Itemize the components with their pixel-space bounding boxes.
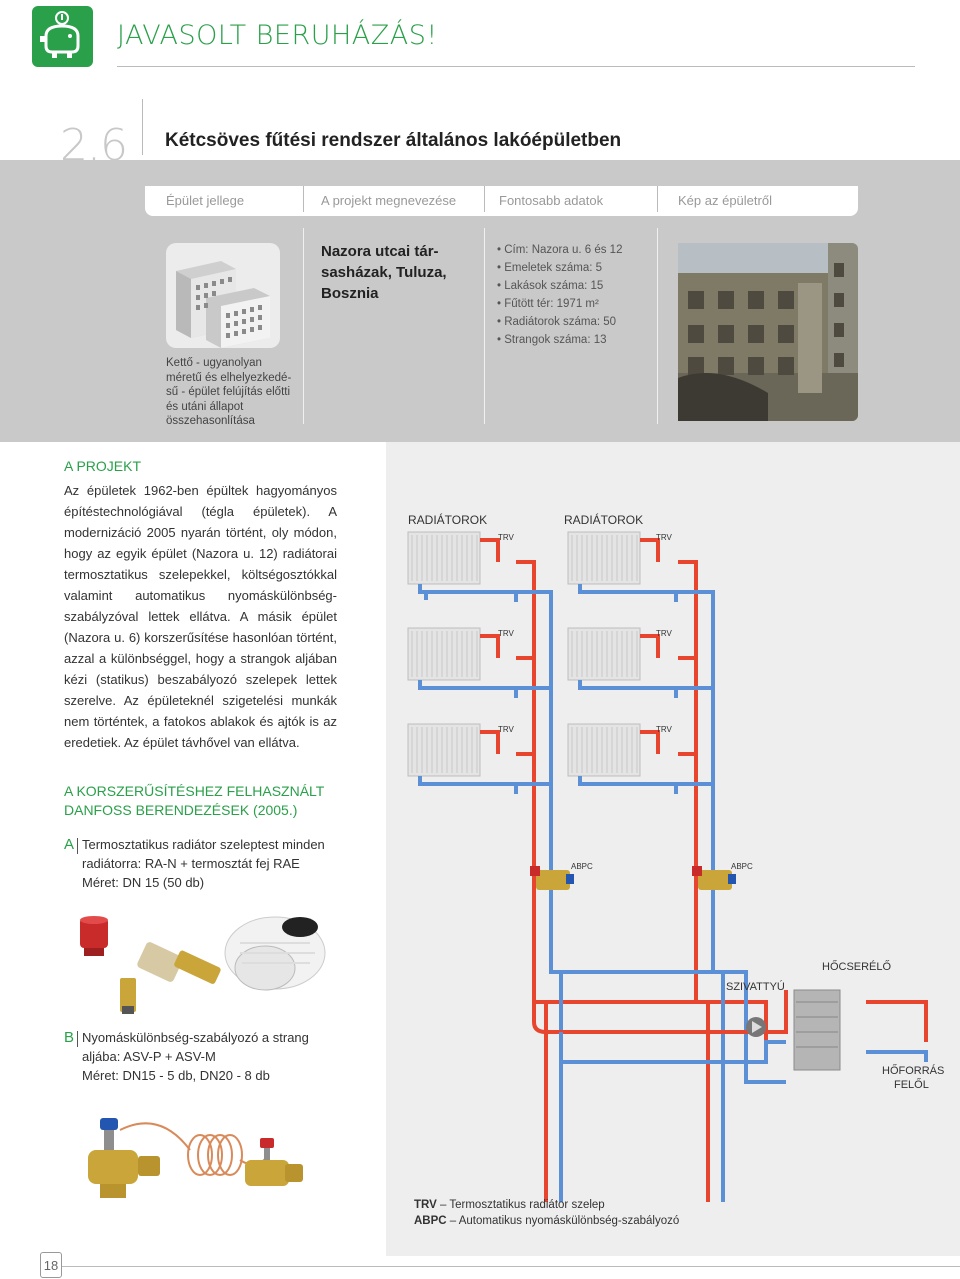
- project-name: Nazora utcai tár-sasházak, Tuluza, Boszn…: [321, 243, 447, 302]
- devices-heading-line: A KORSZERŰSÍTÉSHEZ FELHASZNÁLT: [64, 783, 325, 799]
- abpc-label: ABPC: [731, 862, 753, 871]
- radiator: [407, 531, 518, 602]
- device-a-line: Termosztatikus radiátor szeleptest minde…: [82, 837, 325, 852]
- item-bar: [77, 838, 78, 854]
- radiator: [567, 723, 678, 794]
- column-separator: [484, 228, 485, 424]
- source-label: FELŐL: [894, 1077, 929, 1091]
- trv-label: TRV: [498, 533, 515, 542]
- item-letter-b: B: [64, 1029, 75, 1046]
- tab-project-name: A projekt megnevezése: [321, 193, 457, 208]
- legend-item: TRV – Termosztatikus radiátor szelep: [414, 1197, 679, 1213]
- legend-abbr: TRV: [414, 1199, 437, 1211]
- trv-label: TRV: [656, 533, 673, 542]
- fact-item: • Emeletek száma: 5: [497, 262, 603, 274]
- radiators-label: RADIÁTOROK: [408, 512, 487, 527]
- device-b-line: aljába: ASV-P + ASV-M: [82, 1049, 216, 1064]
- devices-heading: A KORSZERŰSÍTÉSHEZ FELHASZNÁLT DANFOSS B…: [64, 782, 364, 820]
- device-b-line: Méret: DN15 - 5 db, DN20 - 8 db: [82, 1068, 270, 1083]
- project-heading: A PROJEKT: [64, 458, 142, 474]
- facts-list: • Cím: Nazora u. 6 és 12 • Emeletek szám…: [497, 241, 622, 349]
- header-divider: [117, 66, 915, 67]
- page-header-title: JAVASOLT BERUHÁZÁS!: [117, 20, 438, 51]
- heating-diagram: RADIÁTOROK RADIÁTOROK TRV TRV TRV TRV TR…: [386, 442, 960, 1279]
- tab-building-photo: Kép az épületről: [678, 193, 772, 208]
- column-separator: [303, 228, 304, 424]
- diagram-background: [386, 442, 960, 1256]
- tab-building-type: Épület jellege: [166, 193, 245, 208]
- exchanger-label: HŐCSERÉLŐ: [822, 959, 892, 973]
- device-b-line: Nyomáskülönbség-szabályozó a strang: [82, 1030, 309, 1045]
- tab-separator: [657, 186, 658, 212]
- page-number: 18: [40, 1252, 62, 1278]
- logo: [32, 6, 93, 67]
- radiator: [567, 531, 678, 602]
- tab-separator: [484, 186, 485, 212]
- tab-separator: [303, 186, 304, 212]
- legend-abbr: ABPC: [414, 1215, 447, 1227]
- pump-label: SZIVATTYÚ: [726, 980, 785, 993]
- fact-item: • Fűtött tér: 1971 m²: [497, 298, 599, 310]
- radiator: [407, 723, 518, 794]
- source-label: HŐFORRÁS: [882, 1063, 944, 1077]
- fact-item: • Radiátorok száma: 50: [497, 316, 617, 328]
- tab-main-data: Fontosabb adatok: [499, 193, 604, 208]
- diagram-legend: TRV – Termosztatikus radiátor szelep ABP…: [414, 1197, 679, 1229]
- device-a-line: radiátorra: RA-N + termosztát fej RAE: [82, 856, 300, 871]
- trv-label: TRV: [498, 725, 515, 734]
- item-letter-a: A: [64, 836, 75, 853]
- trv-label: TRV: [498, 629, 515, 638]
- fact-item: • Strangok száma: 13: [497, 334, 607, 346]
- legend-text: – Termosztatikus radiátor szelep: [436, 1199, 605, 1211]
- device-a-text: Termosztatikus radiátor szeleptest minde…: [82, 835, 325, 892]
- trv-label: TRV: [656, 629, 673, 638]
- info-tabs-bar: [145, 186, 858, 216]
- item-bar: [77, 1031, 78, 1047]
- device-a-line: Méret: DN 15 (50 db): [82, 875, 205, 890]
- radiator: [567, 627, 678, 698]
- device-b-images: [80, 1110, 310, 1215]
- buildings-icon: [166, 243, 280, 348]
- abpc-label: ABPC: [571, 862, 593, 871]
- device-b-text: Nyomáskülönbség-szabályozó a strang aljá…: [82, 1028, 309, 1085]
- project-body: Az épületek 1962-ben épültek hagyományos…: [64, 483, 337, 750]
- section-title: Kétcsöves fűtési rendszer általános lakó…: [165, 130, 622, 151]
- trv-label: TRV: [656, 725, 673, 734]
- legend-item: ABPC – Automatikus nyomáskülönbség-szabá…: [414, 1213, 679, 1229]
- building-type-caption: Kettő - ugyanolyan méretű és elhelyezked…: [166, 357, 292, 427]
- fact-item: • Lakások száma: 15: [497, 280, 604, 292]
- devices-heading-line: DANFOSS BERENDEZÉSEK (2005.): [64, 802, 298, 818]
- section-divider: [142, 99, 143, 155]
- radiators-label: RADIÁTOROK: [564, 512, 643, 527]
- piggy-bank-icon: [40, 11, 80, 58]
- legend-text: – Automatikus nyomáskülönbség-szabályozó: [446, 1215, 680, 1227]
- device-a-images: [70, 908, 340, 1023]
- fact-item: • Cím: Nazora u. 6 és 12: [497, 244, 623, 256]
- radiator: [407, 627, 518, 698]
- column-separator: [657, 228, 658, 424]
- radiator-group: [407, 531, 678, 794]
- building-photo: [678, 243, 858, 421]
- footer-divider: [62, 1266, 960, 1267]
